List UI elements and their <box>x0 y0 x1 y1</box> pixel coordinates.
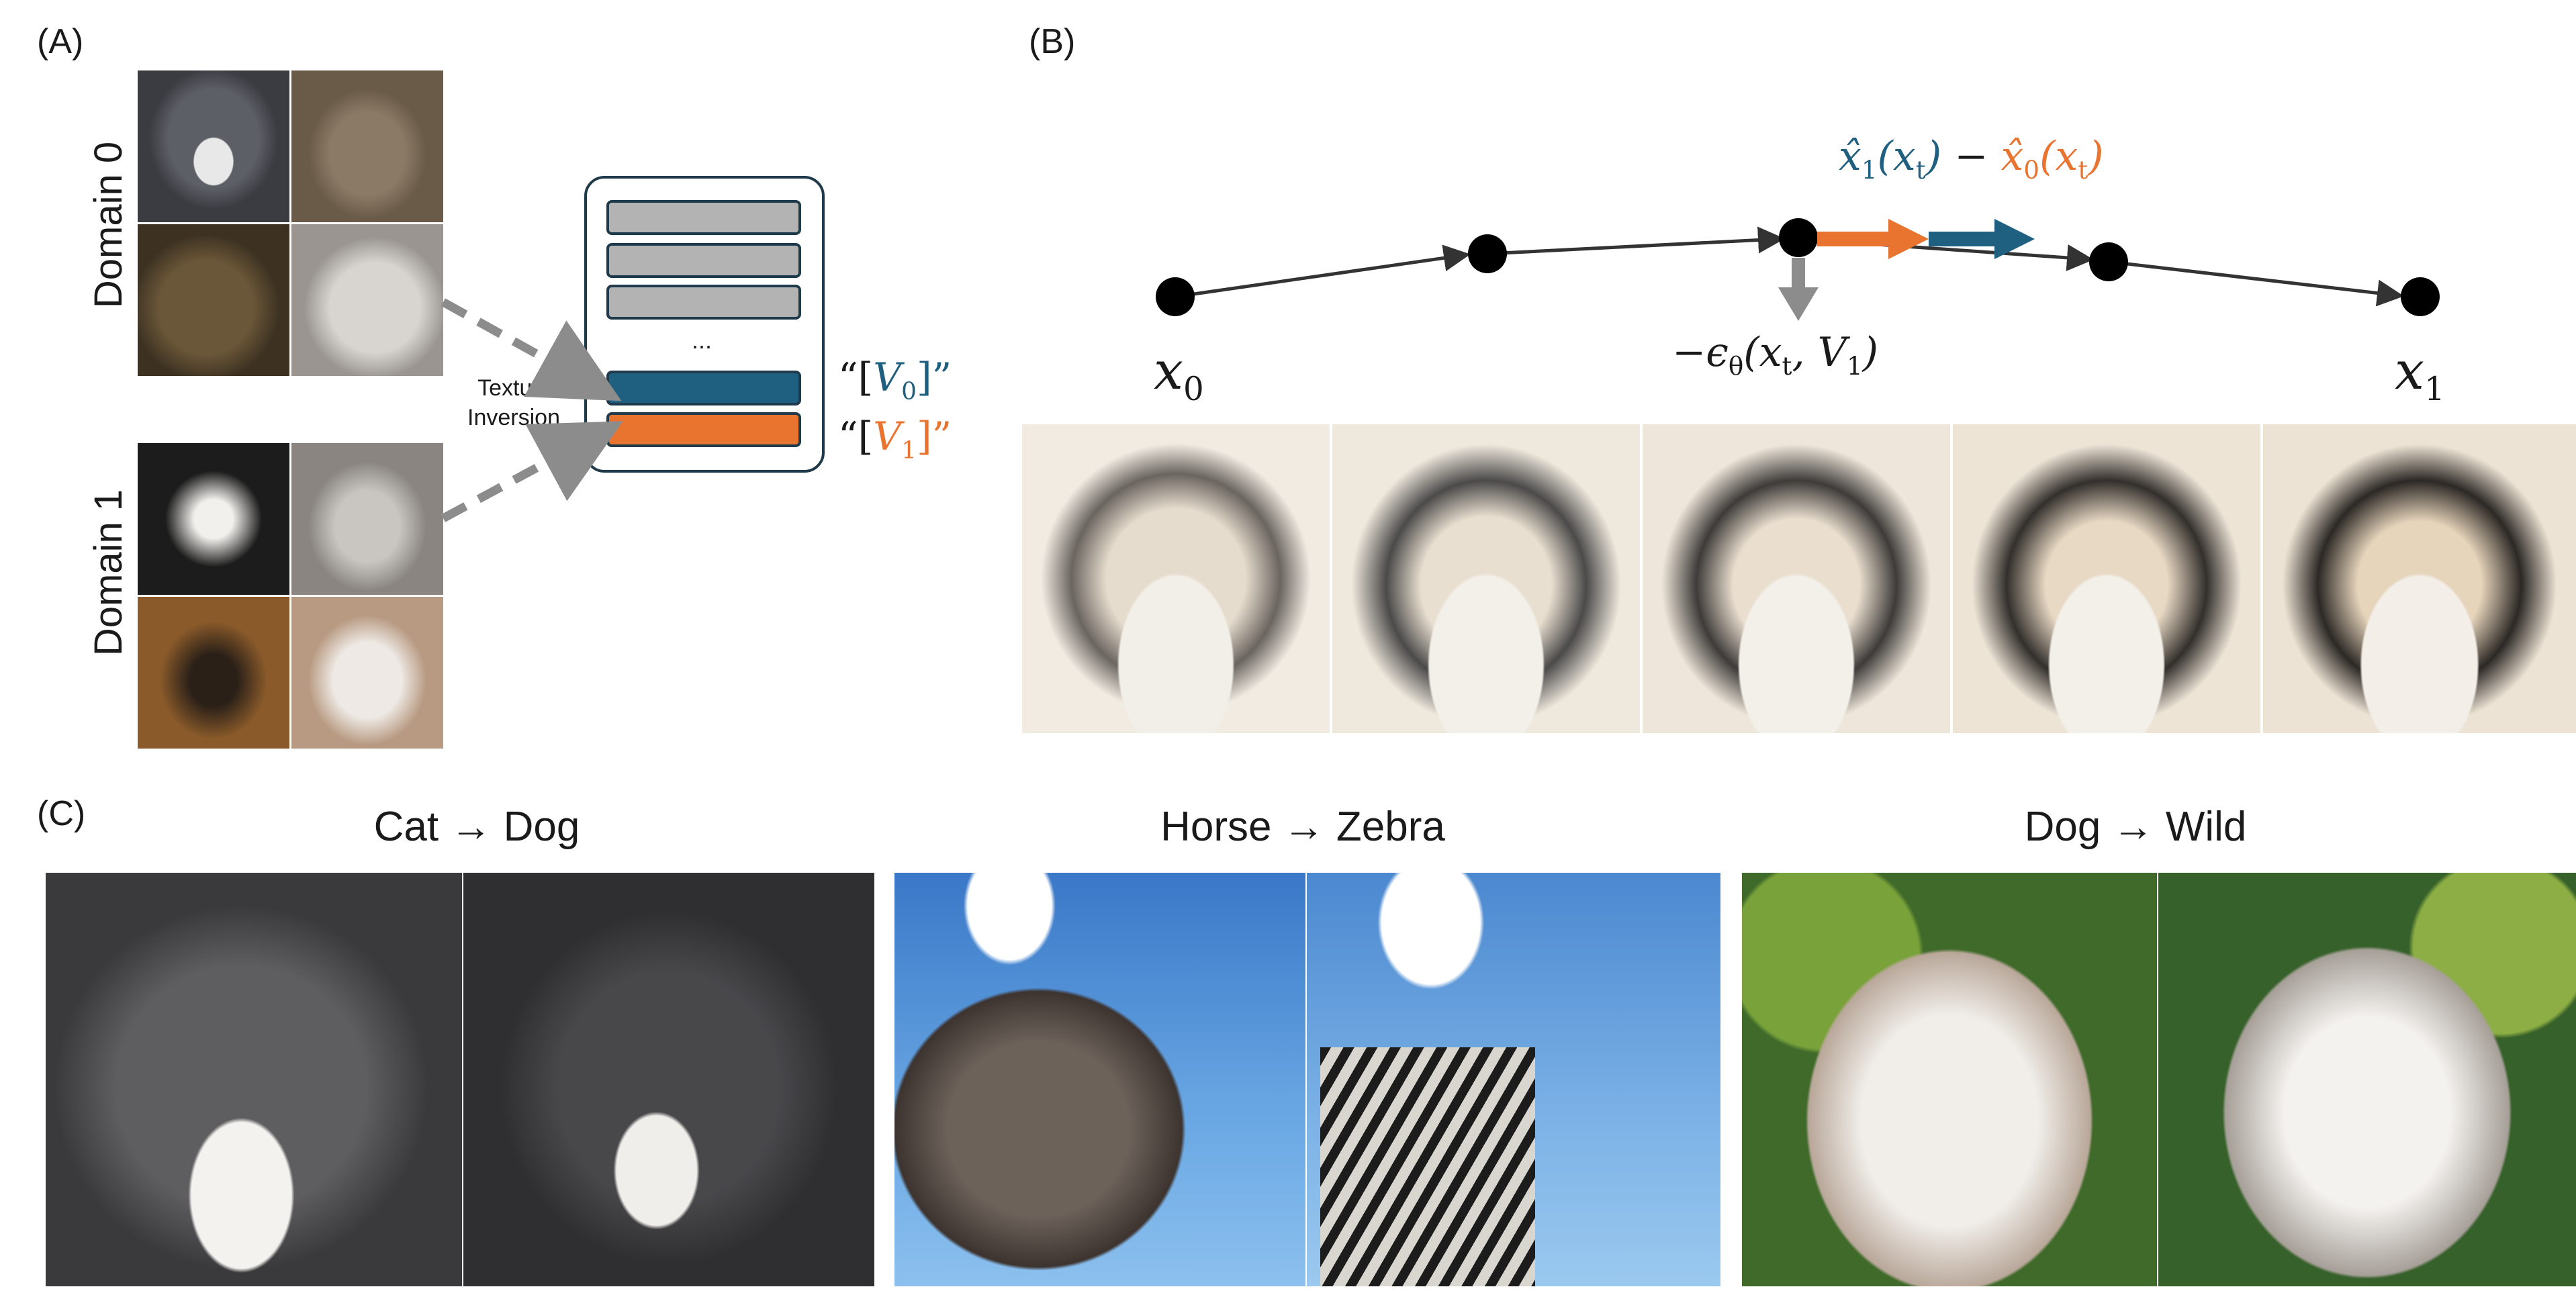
diff-hat0: x̂ <box>2000 133 2024 180</box>
eps-t: t <box>1782 351 1792 381</box>
update-arrow-blue-shaft <box>1929 232 1998 246</box>
diff-s1: 1 <box>1861 155 1878 185</box>
traj-node-x1 <box>2401 277 2440 316</box>
embedding-slot-v0 <box>606 371 801 405</box>
domain0-image-gray-white-cat <box>138 70 289 222</box>
eps-prefix: −ϵ <box>1672 329 1729 376</box>
eps-args-open: (x <box>1743 329 1782 376</box>
panel-a-label: (A) <box>37 22 84 61</box>
x0-letter: x <box>1154 341 1183 401</box>
panel-c-label: (C) <box>37 794 86 833</box>
trajectory-image-step-3 <box>1953 424 2260 733</box>
trajectory-image-step-2 <box>1643 424 1950 733</box>
domain0-image-fluffy-tabby-cat <box>291 70 443 222</box>
x0-label: x0 <box>1154 341 1204 408</box>
pair2-source-horse <box>894 873 1305 1286</box>
pair1-source-gray-cat <box>46 873 462 1286</box>
eps-mid: , V <box>1792 329 1847 376</box>
diff-hat1: x̂ <box>1839 133 1861 180</box>
traj-node-2 <box>1468 234 1507 273</box>
domain0-image-white-gray-cat <box>291 224 443 376</box>
diff-a0: (x <box>2039 133 2078 180</box>
diff-a1: (x <box>1877 133 1916 180</box>
token-v0-open: “[ <box>838 354 874 400</box>
pair2-target-zebra <box>1307 873 1720 1286</box>
caption-horse-to-zebra: Horse → Zebra <box>1160 804 1445 850</box>
diff-t0: t <box>2078 155 2088 185</box>
traj-node-x0 <box>1156 277 1195 316</box>
prediction-difference-label: x̂1(xt) − x̂0(xt) <box>1839 133 2104 185</box>
diff-minus: − <box>1941 133 2001 180</box>
pair3-target-white-tiger <box>2158 873 2576 1286</box>
pair1-target-dog <box>463 873 874 1286</box>
token-v0-sub: 0 <box>901 377 917 405</box>
update-arrow-blue-head <box>1994 219 2035 259</box>
domain1-image-husky-puppy <box>291 443 443 595</box>
x1-label: x1 <box>2395 341 2445 408</box>
traj-node-4 <box>2089 242 2128 281</box>
token-v1-label: “[V1]” <box>838 414 952 465</box>
trajectory-image-step-1 <box>1332 424 1640 733</box>
eps-theta: θ <box>1728 351 1744 381</box>
x1-sub: 1 <box>2424 370 2445 408</box>
diff-t1: t <box>1915 155 1926 185</box>
domain0-image-tabby-cat <box>138 224 289 376</box>
x1-letter: x <box>2395 341 2424 401</box>
update-arrow-orange-head <box>1888 219 1929 259</box>
token-v1-open: “[ <box>838 414 874 459</box>
traj-node-3 <box>1779 218 1818 257</box>
token-v0-letter: V <box>873 354 902 400</box>
trajectory-image-cat-start <box>1022 424 1330 733</box>
update-arrow-orange-shaft <box>1817 232 1892 246</box>
embedding-slot-gray-2 <box>606 243 801 278</box>
diff-s0: 0 <box>2023 155 2040 185</box>
embedding-slot-v1 <box>606 412 801 447</box>
caption-cat-to-dog: Cat → Dog <box>373 804 580 850</box>
token-v1-letter: V <box>873 414 902 459</box>
token-v0-close: ]” <box>917 354 952 400</box>
token-v1-close: ]” <box>917 414 952 459</box>
domain1-image-pitbull-dog <box>291 597 443 749</box>
noise-arrow-head <box>1778 287 1819 321</box>
domain1-image-german-shepherd <box>138 597 289 749</box>
x0-sub: 0 <box>1183 370 1204 408</box>
dashed-arrow-domain1 <box>441 421 623 522</box>
eps-one: 1 <box>1846 351 1863 381</box>
eps-close: ) <box>1862 329 1879 376</box>
dashed-arrow-domain0 <box>441 298 622 401</box>
trajectory-image-dog-end <box>2263 424 2576 733</box>
traj-edge-4 <box>2109 260 2404 307</box>
traj-edge-1 <box>1175 244 1471 299</box>
token-v1-sub: 1 <box>901 436 917 465</box>
pair3-source-pitbull-puppy <box>1742 873 2157 1286</box>
embedding-slot-gray-1 <box>606 200 801 235</box>
embedding-ellipsis: ... <box>692 326 712 354</box>
token-v0-label: “[V0]” <box>838 354 952 405</box>
embedding-slot-gray-3 <box>606 285 801 320</box>
panel-b-label: (B) <box>1029 22 1076 61</box>
traj-edge-2 <box>1487 226 1785 256</box>
noise-arrow-shaft <box>1792 258 1805 290</box>
diff-c0: ) <box>2088 133 2104 180</box>
domain1-image-spaniel-dog <box>138 443 289 595</box>
noise-prediction-label: −ϵθ(xt, V1) <box>1672 329 1878 381</box>
caption-dog-to-wild: Dog → Wild <box>2024 804 2247 850</box>
diff-c1: ) <box>1925 133 1942 180</box>
